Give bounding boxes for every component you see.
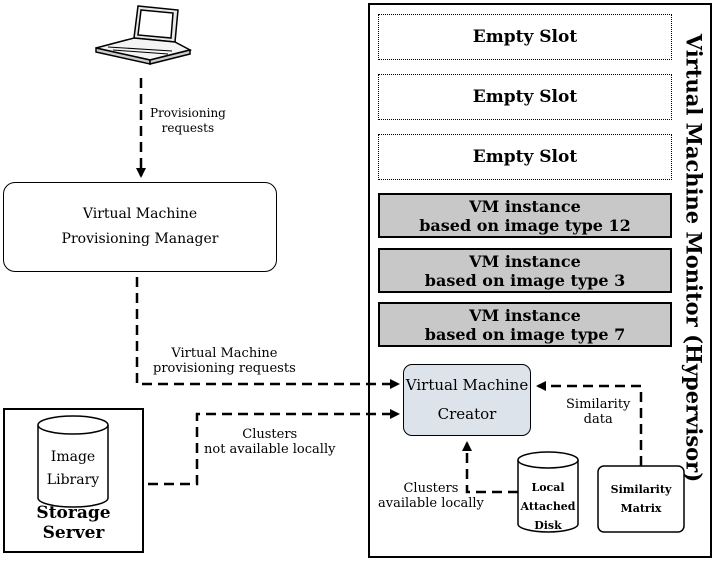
similarity-matrix-label: Similarity Matrix	[610, 483, 672, 515]
empty-slot: Empty Slot	[378, 134, 672, 180]
empty-slot: Empty Slot	[378, 14, 672, 60]
vm-instance-line1: VM instance	[469, 251, 581, 271]
vm-instance-line1: VM instance	[469, 196, 581, 216]
provisioning-requests-label: Provisioning requests	[150, 106, 226, 135]
similarity-data-arrow	[536, 381, 643, 466]
clusters-local-arrow	[462, 441, 518, 494]
image-library-label: Image Library	[46, 449, 100, 488]
clusters-remote-arrow	[148, 409, 400, 486]
local-disk-cylinder	[517, 451, 579, 533]
empty-slot: Empty Slot	[378, 74, 672, 120]
vm-requests-label: Virtual Machine provisioning requests	[153, 346, 296, 376]
creator-line1: Virtual Machine	[405, 376, 529, 394]
hypervisor-box	[368, 3, 712, 558]
creator-line2: Creator	[437, 405, 497, 423]
laptop-icon	[95, 5, 193, 65]
vm-creator-box: Virtual Machine Creator	[403, 364, 531, 436]
clusters-remote-label: Clusters not available locally	[204, 427, 336, 457]
vm-instance-line2: based on image type 3	[424, 270, 626, 290]
provisioning-manager-box: Virtual Machine Provisioning Manager	[3, 182, 277, 272]
vm-instance: VM instance based on image type 7	[378, 302, 672, 347]
vm-instance: VM instance based on image type 3	[378, 248, 672, 293]
clusters-local-label: Clusters available locally	[378, 481, 484, 511]
similarity-matrix-box	[597, 465, 685, 533]
manager-line2: Provisioning Manager	[61, 231, 219, 247]
vm-instance: VM instance based on image type 12	[378, 193, 672, 238]
image-library-cylinder	[37, 415, 109, 508]
manager-line1: Virtual Machine	[82, 206, 198, 222]
similarity-data-label: Similarity data	[566, 397, 631, 427]
storage-server-box: Storage Server	[3, 408, 144, 553]
vm-instance-line1: VM instance	[469, 305, 581, 325]
storage-server-label: Storage Server	[36, 503, 111, 543]
local-disk-label: Local Attached Disk	[520, 481, 576, 532]
vm-instance-line2: based on image type 12	[419, 215, 631, 235]
vm-instance-line2: based on image type 7	[424, 324, 626, 344]
vm-requests-arrow	[135, 277, 400, 389]
